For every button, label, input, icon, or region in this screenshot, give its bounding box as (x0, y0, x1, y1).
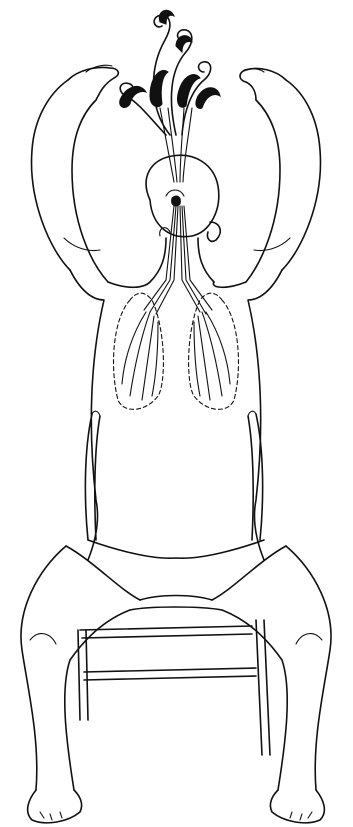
left-lung (114, 293, 164, 409)
right-arm (240, 68, 320, 282)
left-arm (32, 65, 119, 282)
right-lung (189, 293, 239, 409)
torso (70, 270, 282, 560)
right-leg (222, 546, 331, 823)
shorts (66, 540, 286, 610)
chair (78, 411, 270, 755)
left-leg (21, 546, 130, 823)
